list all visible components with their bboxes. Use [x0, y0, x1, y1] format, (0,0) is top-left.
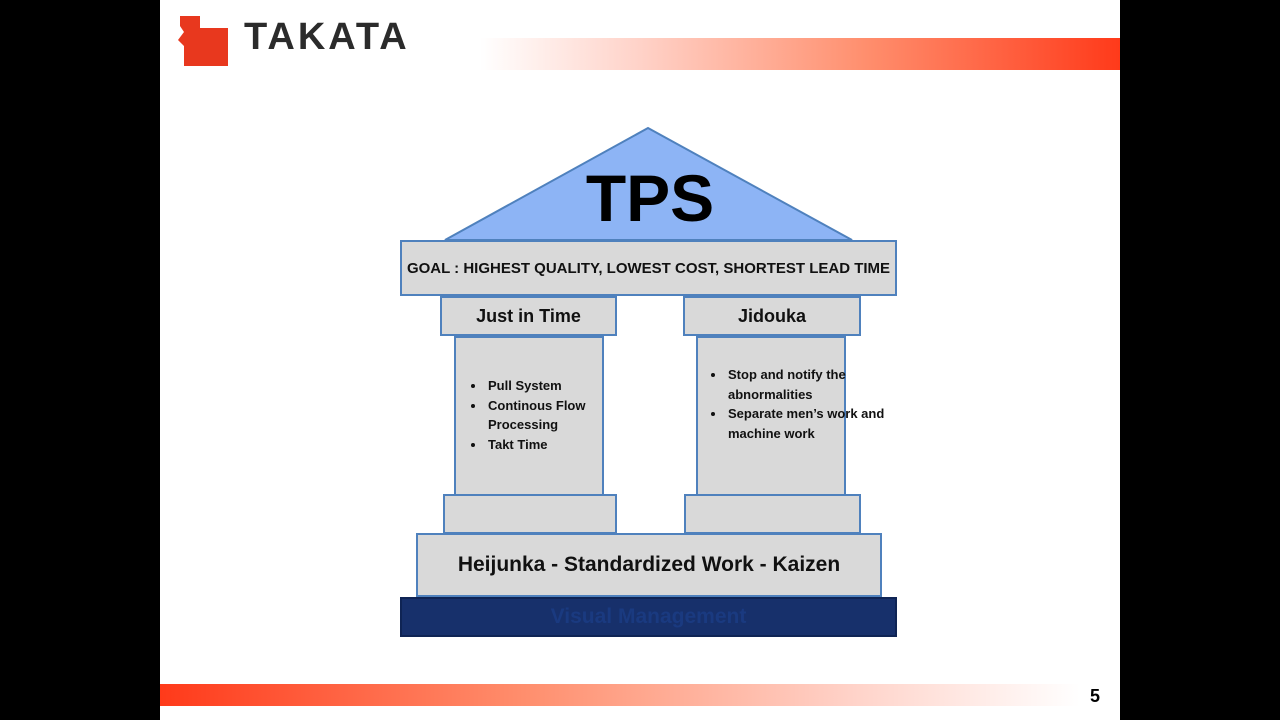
goal-text: GOAL : HIGHEST QUALITY, LOWEST COST, SHO… [406, 259, 891, 277]
foundation-text: Heijunka - Standardized Work - Kaizen [457, 553, 841, 576]
list-item: Pull System [486, 376, 636, 396]
foundation-block: Heijunka - Standardized Work - Kaizen [416, 533, 882, 597]
brand-name: TAKATA [244, 16, 410, 58]
pillar-base-just-in-time [443, 494, 617, 534]
list-item: Continous Flow Processing [486, 396, 636, 435]
pillar-shaft-just-in-time [454, 336, 604, 496]
roof-title: TPS [585, 161, 715, 235]
pillar-base-jidouka [684, 494, 861, 534]
visual-management-base: Visual Management [400, 597, 897, 637]
pillar-cap-jidouka: Jidouka [683, 296, 861, 336]
jidouka-list: Stop and notify the abnormalities Separa… [700, 365, 886, 443]
footer-stripe [160, 684, 1080, 706]
list-item: Takt Time [486, 435, 636, 455]
header-stripe [480, 38, 1120, 70]
list-item: Stop and notify the abnormalities [726, 365, 886, 404]
pillar-title: Just in Time [476, 305, 581, 326]
pillar-title: Jidouka [737, 305, 807, 326]
slide: TAKATA TPS GOAL : HIGHEST QUALITY, LOWES… [160, 0, 1120, 720]
base-text: Visual Management [550, 605, 747, 628]
goal-beam: GOAL : HIGHEST QUALITY, LOWEST COST, SHO… [400, 240, 897, 296]
list-item: Separate men’s work and machine work [726, 404, 886, 443]
just-in-time-list: Pull System Continous Flow Processing Ta… [460, 376, 636, 454]
pillar-cap-just-in-time: Just in Time [440, 296, 617, 336]
takata-logo-icon [178, 16, 228, 66]
page-number: 5 [1090, 686, 1101, 706]
